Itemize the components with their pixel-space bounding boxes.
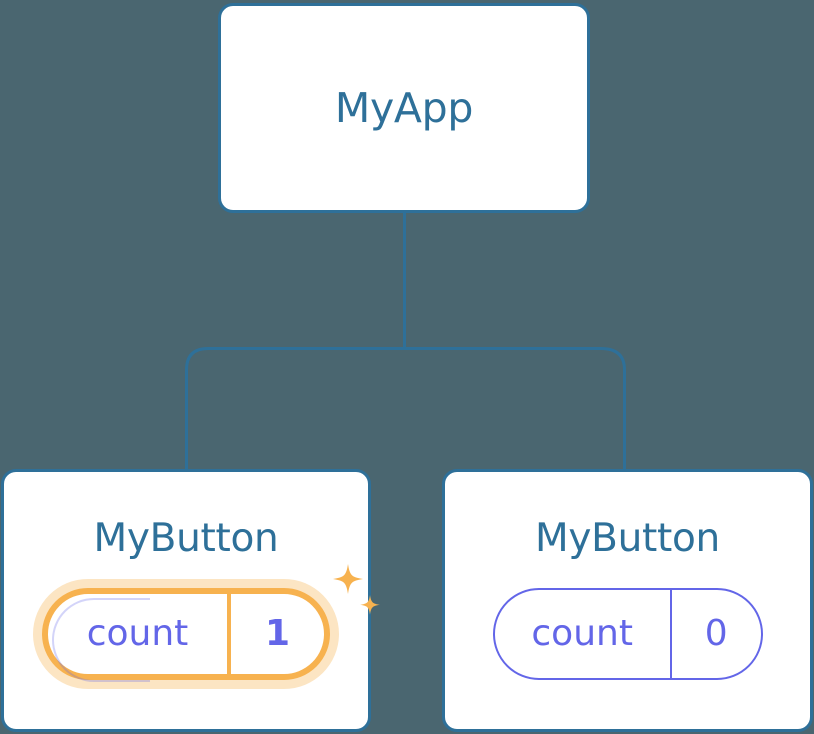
component-label-myapp: MyApp bbox=[334, 83, 474, 132]
state-value-right: 0 bbox=[704, 613, 728, 654]
component-label-mybutton-right: MyButton bbox=[535, 516, 720, 561]
component-node-mybutton-right[interactable]: MyButton count 0 bbox=[442, 469, 813, 732]
component-node-mybutton-left[interactable]: MyButton count 1 bbox=[1, 469, 380, 732]
connector-branches bbox=[185, 347, 626, 470]
state-key-left: count bbox=[48, 594, 231, 674]
state-value-left: 1 bbox=[264, 613, 291, 654]
state-key-right: count bbox=[495, 590, 672, 678]
state-pill-highlighted[interactable]: count 1 bbox=[42, 588, 330, 682]
component-node-myapp[interactable]: MyApp bbox=[218, 3, 590, 213]
state-pill-wrapper-left: count 1 bbox=[42, 564, 380, 682]
component-label-mybutton-left: MyButton bbox=[93, 516, 279, 561]
sparkle-icon-large bbox=[333, 564, 363, 594]
state-pill-wrapper-right: count 0 bbox=[492, 588, 763, 680]
state-pill-plain[interactable]: count 0 bbox=[492, 588, 763, 680]
